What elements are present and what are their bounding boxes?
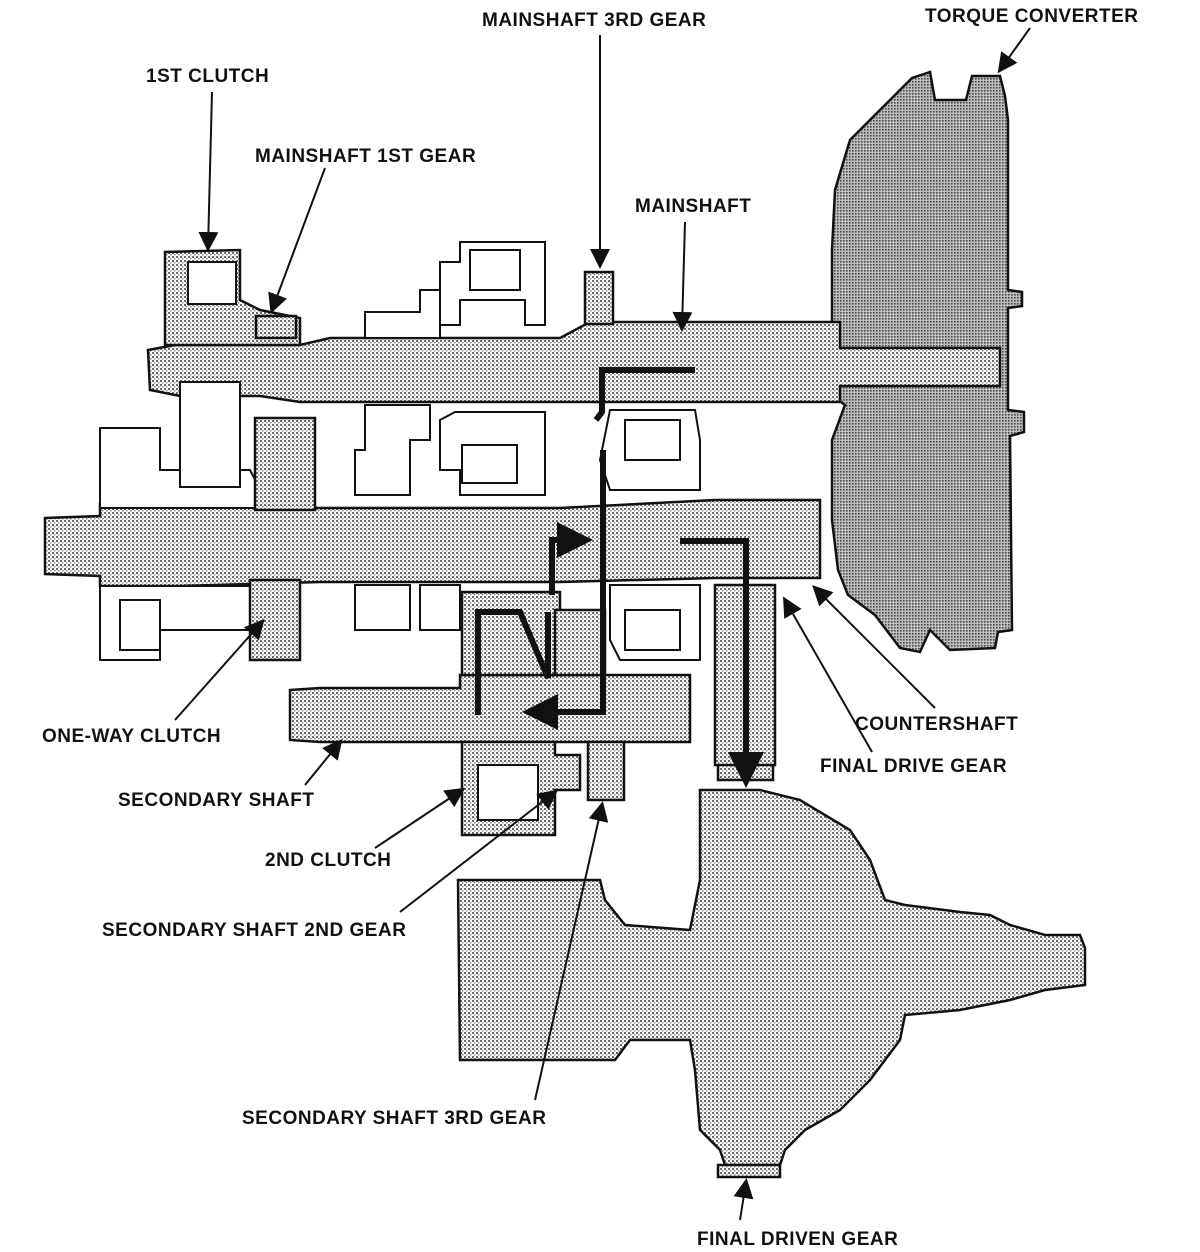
label-secondary-shaft-2nd-gear: SECONDARY SHAFT 2ND GEAR: [102, 920, 406, 941]
label-2nd-clutch: 2ND CLUTCH: [265, 850, 391, 871]
label-mainshaft: MAINSHAFT: [635, 196, 751, 217]
countershaft-mid-hub: [253, 416, 317, 512]
second-clutch-plates: [477, 764, 539, 821]
secondary-shaft-2nd-gear-body: [553, 608, 607, 677]
countershaft-lower-gear-mid: [419, 584, 461, 631]
third-clutch-lower-plates: [624, 609, 681, 651]
leader-final-drive-gear: [783, 596, 873, 753]
third-clutch-plates: [624, 419, 681, 461]
leader-one-way-clutch: [174, 619, 265, 721]
secondary-shaft-body: [288, 673, 692, 744]
countershaft-left-gear: [354, 404, 431, 496]
label-mainshaft-3rd-gear: MAINSHAFT 3RD GEAR: [482, 10, 706, 31]
countershaft-lower-hub: [248, 578, 302, 662]
leader-1st-clutch: [198, 91, 219, 252]
leader-secondary-shaft-3rd-gear: [534, 801, 609, 1101]
first-clutch-lower-plates: [179, 381, 241, 488]
leader-mainshaft: [672, 221, 693, 332]
label-mainshaft-1st-gear: MAINSHAFT 1ST GEAR: [255, 146, 476, 167]
mainshaft-upper-gear: [364, 289, 441, 339]
mainshaft-3rd-gear-hub: [583, 270, 615, 326]
leader-mainshaft-1st-gear: [268, 167, 326, 314]
label-torque-converter: TORQUE CONVERTER: [925, 6, 1139, 27]
label-final-drive-gear: FINAL DRIVE GEAR: [820, 756, 1007, 777]
final-driven-gear-teeth: [716, 1163, 782, 1179]
one-way-clutch-plates: [119, 599, 161, 651]
leader-secondary-shaft-2nd-gear: [399, 789, 559, 913]
mainshaft-upper-clutch-plates: [469, 249, 521, 291]
power-flow-path-up: [549, 522, 593, 595]
leader-2nd-clutch: [374, 787, 466, 849]
label-1st-clutch: 1ST CLUTCH: [146, 66, 269, 87]
leader-secondary-shaft: [304, 738, 343, 786]
first-clutch-plates: [187, 261, 237, 305]
label-secondary-shaft: SECONDARY SHAFT: [118, 790, 314, 811]
mainshaft-1st-gear-body: [254, 314, 298, 340]
countershaft-upper-clutch-plates: [461, 444, 518, 484]
power-flow-path-down: [522, 450, 606, 730]
label-countershaft: COUNTERSHAFT: [855, 714, 1018, 735]
leader-countershaft: [812, 585, 936, 709]
label-final-driven-gear: FINAL DRIVEN GEAR: [697, 1229, 898, 1250]
leader-torque-converter: [997, 27, 1031, 74]
differential-housing: [456, 788, 1087, 1167]
label-secondary-shaft-3rd-gear: SECONDARY SHAFT 3RD GEAR: [242, 1108, 546, 1129]
power-flow-path-main: [593, 367, 695, 422]
secondary-shaft-3rd-gear-body: [586, 740, 626, 802]
power-flow-path-final: [680, 538, 764, 788]
power-flow-path-clutch-loop: [475, 609, 551, 715]
label-one-way-clutch: ONE-WAY CLUTCH: [42, 726, 221, 747]
leader-final-driven-gear: [733, 1178, 754, 1221]
countershaft-lower-gear-left: [354, 584, 411, 631]
